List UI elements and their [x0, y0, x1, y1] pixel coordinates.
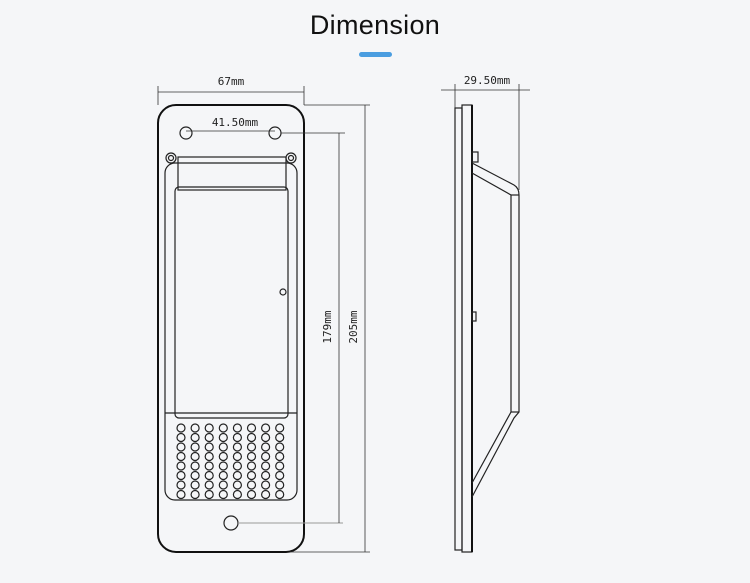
vent-hole: [204, 470, 214, 481]
mount-hole-left: [179, 126, 193, 140]
vent-hole: [275, 480, 285, 490]
vent-hole: [190, 442, 200, 452]
vent-hole: [204, 442, 214, 452]
back-plate: [454, 107, 463, 551]
vent-hole: [232, 442, 242, 452]
side-clip: [471, 311, 477, 322]
vent-hole: [275, 423, 285, 433]
vent-hole: [218, 461, 228, 471]
vent-hole: [232, 423, 242, 433]
vent-hole: [275, 451, 285, 462]
vent-hole: [218, 442, 228, 452]
screw-left-inner: [167, 154, 175, 162]
vent-hole: [204, 451, 214, 462]
sensor-dot: [279, 288, 287, 296]
vent-hole: [232, 480, 242, 490]
housing: [461, 104, 473, 553]
vent-hole: [261, 489, 271, 500]
vent-hole: [218, 470, 228, 481]
screw-left: [165, 152, 177, 164]
depth-label: 29.50mm: [464, 74, 511, 87]
vent-hole: [204, 432, 214, 443]
vent-hole: [232, 432, 242, 443]
vent-hole: [261, 451, 271, 462]
vent-hole: [218, 423, 228, 433]
vent-hole: [218, 489, 228, 500]
screw-right-inner: [287, 154, 295, 162]
vent-hole: [246, 461, 257, 471]
front-outline: [157, 104, 305, 553]
vent-grid: [176, 423, 285, 500]
vent-hole: [246, 480, 257, 490]
vent-hole: [246, 451, 257, 462]
vent-hole: [190, 470, 200, 481]
vent-hole: [232, 461, 242, 471]
front-view: 67mm 41.50mm 179mm 205mm: [157, 75, 370, 553]
vent-hole: [176, 432, 186, 443]
hole-spacing-label: 41.50mm: [212, 116, 259, 129]
vent-hole: [176, 442, 186, 452]
vent-hole: [275, 461, 285, 471]
pivot-knob: [471, 151, 479, 163]
vent-hole: [176, 470, 186, 481]
bracket-inner: [471, 172, 512, 484]
vent-hole: [190, 451, 200, 462]
vent-hole: [190, 423, 200, 433]
vent-hole: [261, 432, 271, 443]
vent-hole: [176, 451, 186, 462]
vent-hole: [176, 489, 186, 500]
vent-hole: [232, 451, 242, 462]
vent-hole: [190, 489, 200, 500]
vent-hole: [261, 470, 271, 481]
vent-hole: [190, 480, 200, 490]
width-label: 67mm: [218, 75, 245, 88]
vent-hole: [261, 480, 271, 490]
vent-hole: [204, 489, 214, 500]
vent-hole: [275, 470, 285, 481]
screw-right: [285, 152, 297, 164]
bottom-hole: [223, 515, 239, 531]
vent-hole: [218, 432, 228, 443]
vent-hole: [275, 489, 285, 500]
vent-hole: [232, 470, 242, 481]
vent-hole: [246, 489, 257, 500]
vent-hole: [246, 470, 257, 481]
vent-hole: [261, 461, 271, 471]
bracket-outer: [471, 162, 520, 498]
vent-hole: [275, 432, 285, 443]
vent-hole: [275, 442, 285, 452]
vent-hole: [190, 461, 200, 471]
vent-hole: [176, 423, 186, 433]
vent-hole: [261, 442, 271, 452]
height-label: 205mm: [347, 310, 360, 343]
vent-hole: [232, 489, 242, 500]
top-bar: [177, 156, 287, 191]
vent-hole: [176, 480, 186, 490]
vent-hole: [218, 480, 228, 490]
vent-hole: [204, 461, 214, 471]
page-title: Dimension: [309, 10, 441, 40]
vent-hole: [204, 480, 214, 490]
vent-hole: [176, 461, 186, 471]
mount-hole-right: [268, 126, 282, 140]
vent-hole: [204, 423, 214, 433]
vent-hole: [261, 423, 271, 433]
panel: [174, 186, 289, 419]
side-view: 29.50mm: [441, 74, 530, 553]
hole-height-label: 179mm: [321, 310, 334, 343]
vent-hole: [190, 432, 200, 443]
vent-hole: [246, 423, 257, 433]
vent-hole: [246, 432, 257, 443]
vent-hole: [218, 451, 228, 462]
inner-contour: [164, 162, 298, 501]
title-underline: [359, 52, 392, 57]
vent-hole: [246, 442, 257, 452]
